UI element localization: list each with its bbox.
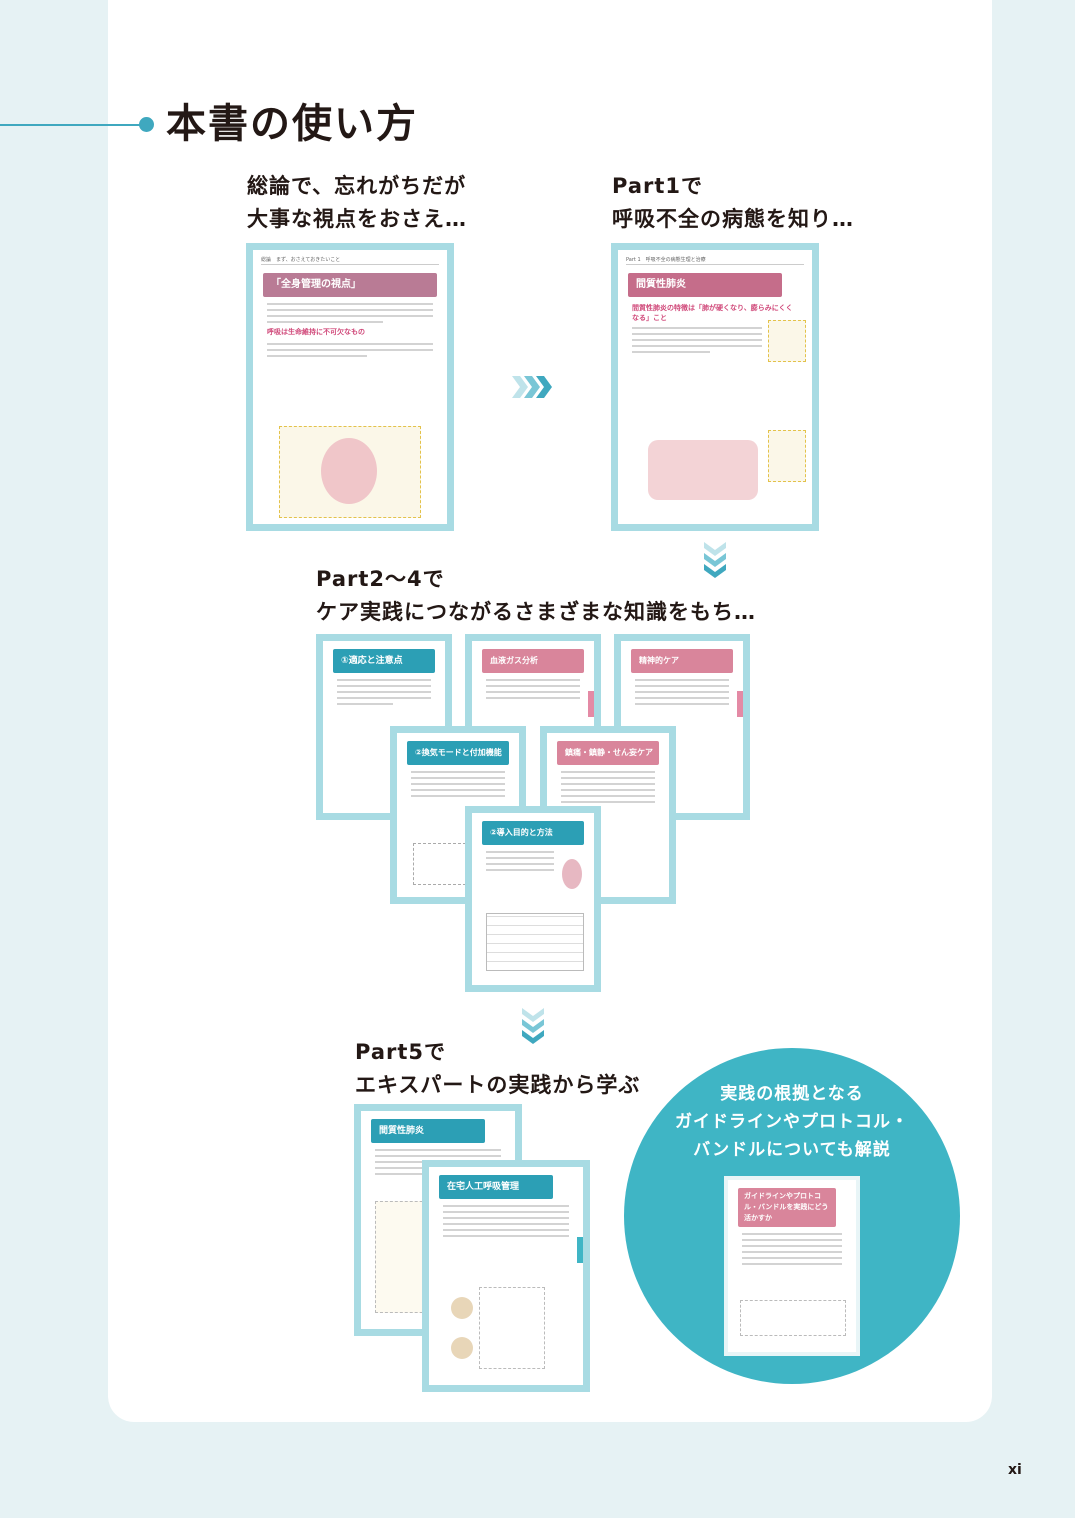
callout-line2: ガイドラインやプロトコル・ [675, 1112, 909, 1132]
overview-caption-line2: 大事な視点をおさえ… [247, 207, 467, 231]
thumb-text-lines [635, 679, 729, 705]
thumb-text-lines [411, 771, 505, 797]
thumb-table [486, 913, 584, 971]
thumb-note-box [768, 320, 806, 362]
thumb-text-lines [486, 679, 580, 699]
thumb-side-tab [737, 691, 743, 717]
thumb-side-tab [577, 1237, 583, 1263]
chevron-down-icon [522, 1008, 544, 1044]
title-bullet-icon [139, 117, 154, 132]
callout-text: 実践の根拠となる ガイドラインやプロトコル・ バンドルについても解説 [624, 1080, 960, 1164]
thumb-band: 精神的ケア [631, 649, 733, 673]
thumb-text-lines [486, 851, 554, 871]
thumb-header: Part 1 呼吸不全の病態生理と治療 [626, 256, 804, 265]
thumb-text-lines [443, 1205, 569, 1237]
part5-caption-line1: Part5で [355, 1040, 447, 1064]
thumb-band: 鎮痛・鎮静・せん妄ケア [557, 741, 659, 765]
guideline-callout: 実践の根拠となる ガイドラインやプロトコル・ バンドルについても解説 ガイドライ… [624, 1048, 960, 1384]
callout-line3: バンドルについても解説 [693, 1140, 891, 1160]
thumb-text-lines [337, 679, 431, 705]
part2-4-caption: Part2～4で ケア実践につながるさまざまな知識をもち… [316, 563, 756, 629]
thumb-header: 総論 まず、おさえておきたいこと [261, 256, 439, 265]
part5-caption-line2: エキスパートの実践から学ぶ [355, 1073, 641, 1097]
thumb-subheading: 呼吸は生命維持に不可欠なもの [267, 328, 365, 336]
thumb-band: 「全身管理の視点」 [263, 273, 437, 297]
chevron-right-icon [512, 376, 552, 398]
thumb-text-lines [267, 303, 433, 323]
part5-caption: Part5で エキスパートの実践から学ぶ [355, 1036, 640, 1102]
thumb-band: 間質性肺炎 [371, 1119, 485, 1143]
part1-caption-line2: 呼吸不全の病態を知り… [612, 207, 854, 231]
thumb-band: 間質性肺炎 [628, 273, 782, 297]
thumb-text-lines [632, 327, 762, 353]
person-icon [451, 1297, 473, 1319]
part2-4-caption-line1: Part2～4で [316, 567, 445, 591]
thumb-band: 血液ガス分析 [482, 649, 584, 673]
lung-illustration-icon [648, 440, 758, 500]
thumb-text-lines [561, 771, 655, 803]
thumb-band: ②換気モードと付加機能 [407, 741, 509, 765]
thumb-band: 在宅人工呼吸管理 [439, 1175, 553, 1199]
part1-caption: Part1で 呼吸不全の病態を知り… [612, 170, 854, 236]
person-icon [451, 1337, 473, 1359]
thumb-band: ガイドラインやプロトコル・バンドルを実践にどう活かすか [738, 1188, 836, 1227]
thumb-subheading: 間質性肺炎の特徴は「肺が硬くなり、膨らみにくくなる」こと [632, 304, 793, 322]
thumbnail-part5-b: 在宅人工呼吸管理 [422, 1160, 590, 1392]
thumbnail-part2-a: ①適応と注意点 [316, 634, 452, 820]
thumbnail-guideline: ガイドラインやプロトコル・バンドルを実践にどう活かすか [724, 1176, 860, 1356]
page-number: xi [1008, 1462, 1022, 1478]
thumb-text-lines [742, 1233, 842, 1265]
thumb-diagram [740, 1300, 846, 1336]
thumb-dialogue-box [479, 1287, 545, 1369]
thumb-band: ①適応と注意点 [333, 649, 435, 673]
thumbnail-part2-f: ②導入目的と方法 [465, 806, 601, 992]
patient-illustration-icon [562, 859, 582, 889]
thumbnail-part1: Part 1 呼吸不全の病態生理と治療 間質性肺炎 間質性肺炎の特徴は「肺が硬く… [611, 243, 819, 531]
thumb-side-tab [588, 691, 594, 717]
thumb-note-box [768, 430, 806, 482]
overview-caption: 総論で、忘れがちだが 大事な視点をおさえ… [247, 170, 467, 236]
title-rule [0, 124, 146, 126]
thumb-band: ②導入目的と方法 [482, 821, 584, 845]
part2-4-caption-line2: ケア実践につながるさまざまな知識をもち… [316, 600, 756, 624]
callout-line1: 実践の根拠となる [720, 1084, 864, 1104]
chevron-down-icon [704, 542, 726, 578]
page-title: 本書の使い方 [166, 101, 418, 147]
thumbnail-overview: 総論 まず、おさえておきたいこと 「全身管理の視点」 呼吸は生命維持に不可欠なも… [246, 243, 454, 531]
thumb-text-lines [267, 343, 433, 357]
overview-caption-line1: 総論で、忘れがちだが [247, 174, 467, 198]
part1-caption-line1: Part1で [612, 174, 704, 198]
heart-illustration-icon [321, 438, 377, 504]
